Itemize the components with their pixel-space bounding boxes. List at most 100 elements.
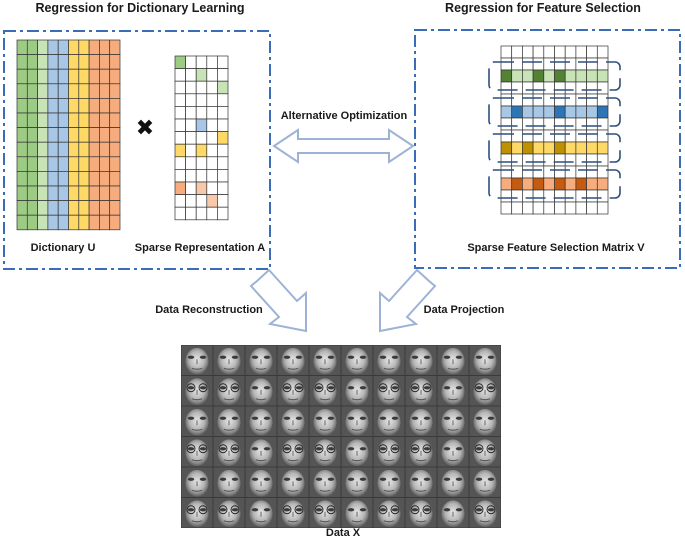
dictionary-u-cell [16, 200, 28, 216]
sparse-a-cell [185, 106, 197, 120]
face-eye [411, 477, 419, 481]
dictionary-u-cell [109, 214, 121, 231]
face-glasses [410, 444, 420, 454]
face-eye [455, 355, 463, 359]
matrix-v-cell [522, 177, 534, 191]
matrix-v-cell [575, 69, 587, 83]
sparse-a-cell [174, 93, 186, 107]
matrix-v-cell [575, 117, 587, 131]
face-eye [327, 386, 335, 390]
face-eye [475, 416, 483, 420]
face-glasses [282, 383, 292, 393]
face-eye [391, 416, 399, 420]
sparse-representation-a-matrix [174, 55, 229, 221]
label-data-x: Data X [326, 527, 361, 539]
dictionary-u-cell [57, 141, 69, 158]
face-mouth [287, 520, 299, 523]
face-glasses [198, 383, 208, 393]
dictionary-u-cell [99, 141, 111, 158]
dictionary-u-cell [78, 39, 90, 55]
dictionary-u-cell [88, 141, 100, 158]
matrix-v-cell [511, 201, 523, 215]
matrix-v-cell [500, 81, 513, 95]
sparse-a-cell [217, 80, 229, 95]
matrix-v-cell [554, 57, 566, 71]
matrix-v-cell [511, 81, 523, 95]
matrix-v-cell [575, 57, 587, 71]
dictionary-u-cell [88, 54, 100, 70]
face-eye [199, 477, 207, 481]
dictionary-u-cell [88, 83, 100, 99]
matrix-v-cell [586, 153, 598, 167]
matrix-v-cell [575, 105, 587, 119]
face-eye [379, 355, 387, 359]
dictionary-u-cell [26, 127, 38, 143]
matrix-v-cell [543, 141, 555, 155]
sparse-a-cell [195, 194, 208, 208]
matrix-v-cell [511, 177, 523, 191]
sparse-a-cell [206, 156, 218, 170]
face-mouth [351, 428, 363, 431]
matrix-v-cell [511, 189, 523, 203]
matrix-v-cell [543, 189, 555, 203]
face-tile [469, 498, 501, 528]
feature-selection-frame [414, 29, 681, 269]
face-tile [213, 437, 245, 467]
matrix-v-cell [522, 189, 534, 203]
face-glasses [294, 383, 304, 393]
sparse-a-cell [195, 131, 208, 145]
face-tile [277, 376, 309, 406]
face-tile [309, 467, 341, 497]
face-eye [187, 355, 195, 359]
dictionary-u-cell [88, 156, 100, 172]
face-eye [379, 508, 387, 512]
face-mouth [479, 428, 491, 431]
face-tile [405, 437, 437, 467]
face-eye [295, 355, 303, 359]
face-eye [391, 477, 399, 481]
matrix-v-cell [554, 189, 566, 203]
matrix-v-cell [500, 69, 513, 83]
sparse-a-cell [206, 68, 218, 82]
dictionary-u-cell [37, 39, 49, 55]
dictionary-u-cell [68, 171, 80, 187]
matrix-v-cell [500, 57, 513, 71]
face-eye [251, 355, 259, 359]
matrix-v-cell [586, 45, 598, 59]
dictionary-u-cell [16, 54, 28, 70]
face-glasses [198, 505, 208, 515]
sparse-a-cell [185, 194, 197, 208]
dictionary-u-cell [47, 200, 59, 216]
dictionary-u-cell [57, 171, 69, 187]
face-eye [327, 477, 335, 481]
face-eye [251, 477, 259, 481]
face-tile [437, 437, 469, 467]
face-tile [181, 498, 213, 528]
matrix-v-cell [575, 201, 587, 215]
dictionary-u-cell [47, 39, 59, 55]
face-eye [423, 416, 431, 420]
matrix-v-cell [543, 117, 555, 131]
face-mouth [383, 489, 395, 492]
sparse-a-cell [217, 206, 229, 221]
face-eye [295, 416, 303, 420]
feature-selection-matrix-v [488, 45, 621, 215]
sparse-a-cell [206, 169, 218, 183]
dictionary-u-cell [57, 68, 69, 85]
face-glasses [326, 444, 336, 454]
matrix-v-cell [532, 45, 545, 59]
sparse-a-cell [206, 93, 218, 107]
face-mouth [287, 428, 299, 431]
face-mouth [287, 367, 299, 370]
sparse-a-cell [217, 181, 229, 195]
dictionary-u-cell [26, 68, 38, 85]
face-mouth [479, 459, 491, 462]
dictionary-u-cell [88, 185, 100, 201]
sparse-a-cell [217, 156, 229, 170]
dictionary-u-cell [88, 200, 100, 216]
matrix-v-cell [543, 177, 555, 191]
face-tile [309, 406, 341, 436]
sparse-a-cell [174, 106, 186, 120]
matrix-v-cell [511, 165, 523, 179]
dictionary-u-cell [88, 39, 100, 55]
